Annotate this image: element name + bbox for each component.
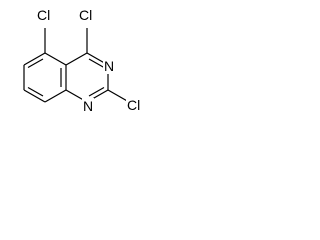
bond-c4a-c5 [44,52,67,66]
structure-diagram: Cl Cl N N Cl [23,6,146,114]
atom-label-n-1: N [83,98,93,114]
bond-c2-n1-double [88,86,105,97]
bond-c4a-c4 [65,52,88,66]
atom-label-cl-5: Cl [37,7,50,23]
atom-labels: Cl Cl N N Cl [36,6,146,114]
bond-c8-c8a [44,89,67,103]
bond-c2-cl [107,89,130,103]
bond-c4-n3-double [88,58,105,69]
bond-c7-c8-double [27,86,44,97]
bond-c7-c8 [23,89,46,103]
bond-c5-c6 [23,52,46,66]
bond-c5-c6-double [27,58,44,69]
atom-label-cl-2: Cl [127,97,140,113]
atom-label-cl-4: Cl [79,7,92,23]
atom-label-n-3: N [104,58,114,74]
